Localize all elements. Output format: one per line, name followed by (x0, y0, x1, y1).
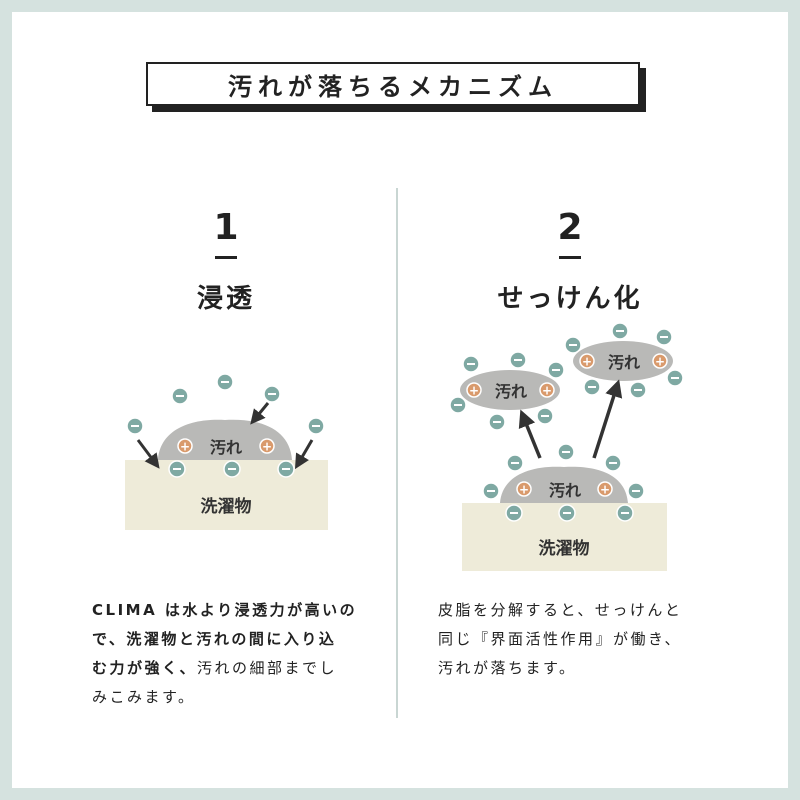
plus-sign: + (469, 384, 479, 398)
step-1-title: 浸透 (196, 284, 255, 314)
step-2-dirt-floating-right (573, 341, 673, 381)
minus-icon (547, 361, 565, 379)
description-line: CLIMA は水より浸透力が高いの (92, 601, 358, 619)
minus-icon (536, 407, 554, 425)
step-1-underline (215, 256, 237, 259)
minus-icon (666, 369, 684, 387)
minus-icon (462, 355, 480, 373)
step-2-description: 皮脂を分解すると、せっけんと 同じ『界面活性作用』が働き、 汚れが落ちます。 (438, 596, 738, 683)
description-line: みこみます。 (92, 688, 196, 706)
minus-icon (655, 328, 673, 346)
arrow (592, 379, 623, 459)
step-2-title: せっけん化 (497, 284, 643, 314)
content-card (12, 12, 788, 788)
plus-icon (516, 481, 532, 497)
step-2-minus-ions (449, 322, 684, 522)
plus-sign: + (180, 440, 190, 454)
minus-icon (604, 454, 622, 472)
minus-icon (627, 482, 645, 500)
description-line: 汚れが落ちます。 (438, 659, 577, 677)
step-2-dirt-label: 汚れ (549, 481, 581, 500)
plus-sign: + (582, 355, 592, 369)
step-2-number: 2 (557, 207, 583, 248)
column-divider (396, 188, 398, 718)
step-2-fabric-label: 洗濯物 (539, 538, 590, 559)
description-line: で、洗濯物と汚れの間に入り込 (92, 630, 337, 648)
plus-icon (177, 438, 193, 454)
minus-icon (263, 385, 281, 403)
plus-icon (652, 353, 668, 369)
minus-icon (223, 460, 241, 478)
step-1-description: CLIMA は水より浸透力が高いの で、洗濯物と汚れの間に入り込 む力が強く、汚… (92, 596, 382, 712)
minus-icon (126, 417, 144, 435)
description-line: 同じ『界面活性作用』が働き、 (438, 630, 682, 648)
step-2-dirt-floating-left (460, 370, 560, 410)
minus-icon (216, 373, 234, 391)
step-1-fabric-label: 洗濯物 (201, 496, 252, 517)
minus-icon (557, 443, 575, 461)
minus-icon (168, 460, 186, 478)
minus-icon (171, 387, 189, 405)
plus-icon (579, 353, 595, 369)
arrow (136, 439, 160, 469)
minus-icon (307, 417, 325, 435)
step-2-underline (559, 256, 581, 259)
plus-icon (466, 382, 482, 398)
arrow (518, 409, 542, 459)
title-banner: 汚れが落ちるメカニズム (146, 62, 646, 112)
plus-sign: + (519, 483, 529, 497)
plus-icon (539, 382, 555, 398)
step-1-number: 1 (213, 207, 239, 248)
minus-icon (506, 454, 524, 472)
plus-sign: + (655, 355, 665, 369)
plus-icon (597, 481, 613, 497)
description-line: 皮脂を分解すると、せっけんと (438, 601, 683, 619)
minus-icon (277, 460, 295, 478)
description-fragment: む力が強く、 (92, 659, 198, 677)
step-2-dirt-label: 汚れ (608, 353, 640, 372)
minus-icon (558, 504, 576, 522)
minus-icon (611, 322, 629, 340)
arrow (250, 402, 270, 425)
minus-icon (583, 378, 601, 396)
plus-icon (259, 438, 275, 454)
plus-sign: + (542, 384, 552, 398)
minus-icon (505, 504, 523, 522)
minus-icon (616, 504, 634, 522)
step-1-minus-ions (126, 373, 325, 478)
step-2-dirt-label: 汚れ (495, 382, 527, 401)
minus-icon (482, 482, 500, 500)
plus-sign: + (600, 483, 610, 497)
minus-icon (488, 413, 506, 431)
step-2-dirt-base (500, 466, 628, 503)
page-title: 汚れが落ちるメカニズム (146, 62, 640, 106)
minus-icon (509, 351, 527, 369)
arrow (294, 439, 314, 470)
description-line: む力が強く、汚れの細部までし (92, 654, 382, 683)
minus-icon (629, 381, 647, 399)
minus-icon (449, 396, 467, 414)
minus-icon (564, 336, 582, 354)
plus-sign: + (262, 440, 272, 454)
step-1-dirt-label: 汚れ (210, 438, 242, 457)
description-fragment: 汚れの細部までし (197, 659, 338, 677)
